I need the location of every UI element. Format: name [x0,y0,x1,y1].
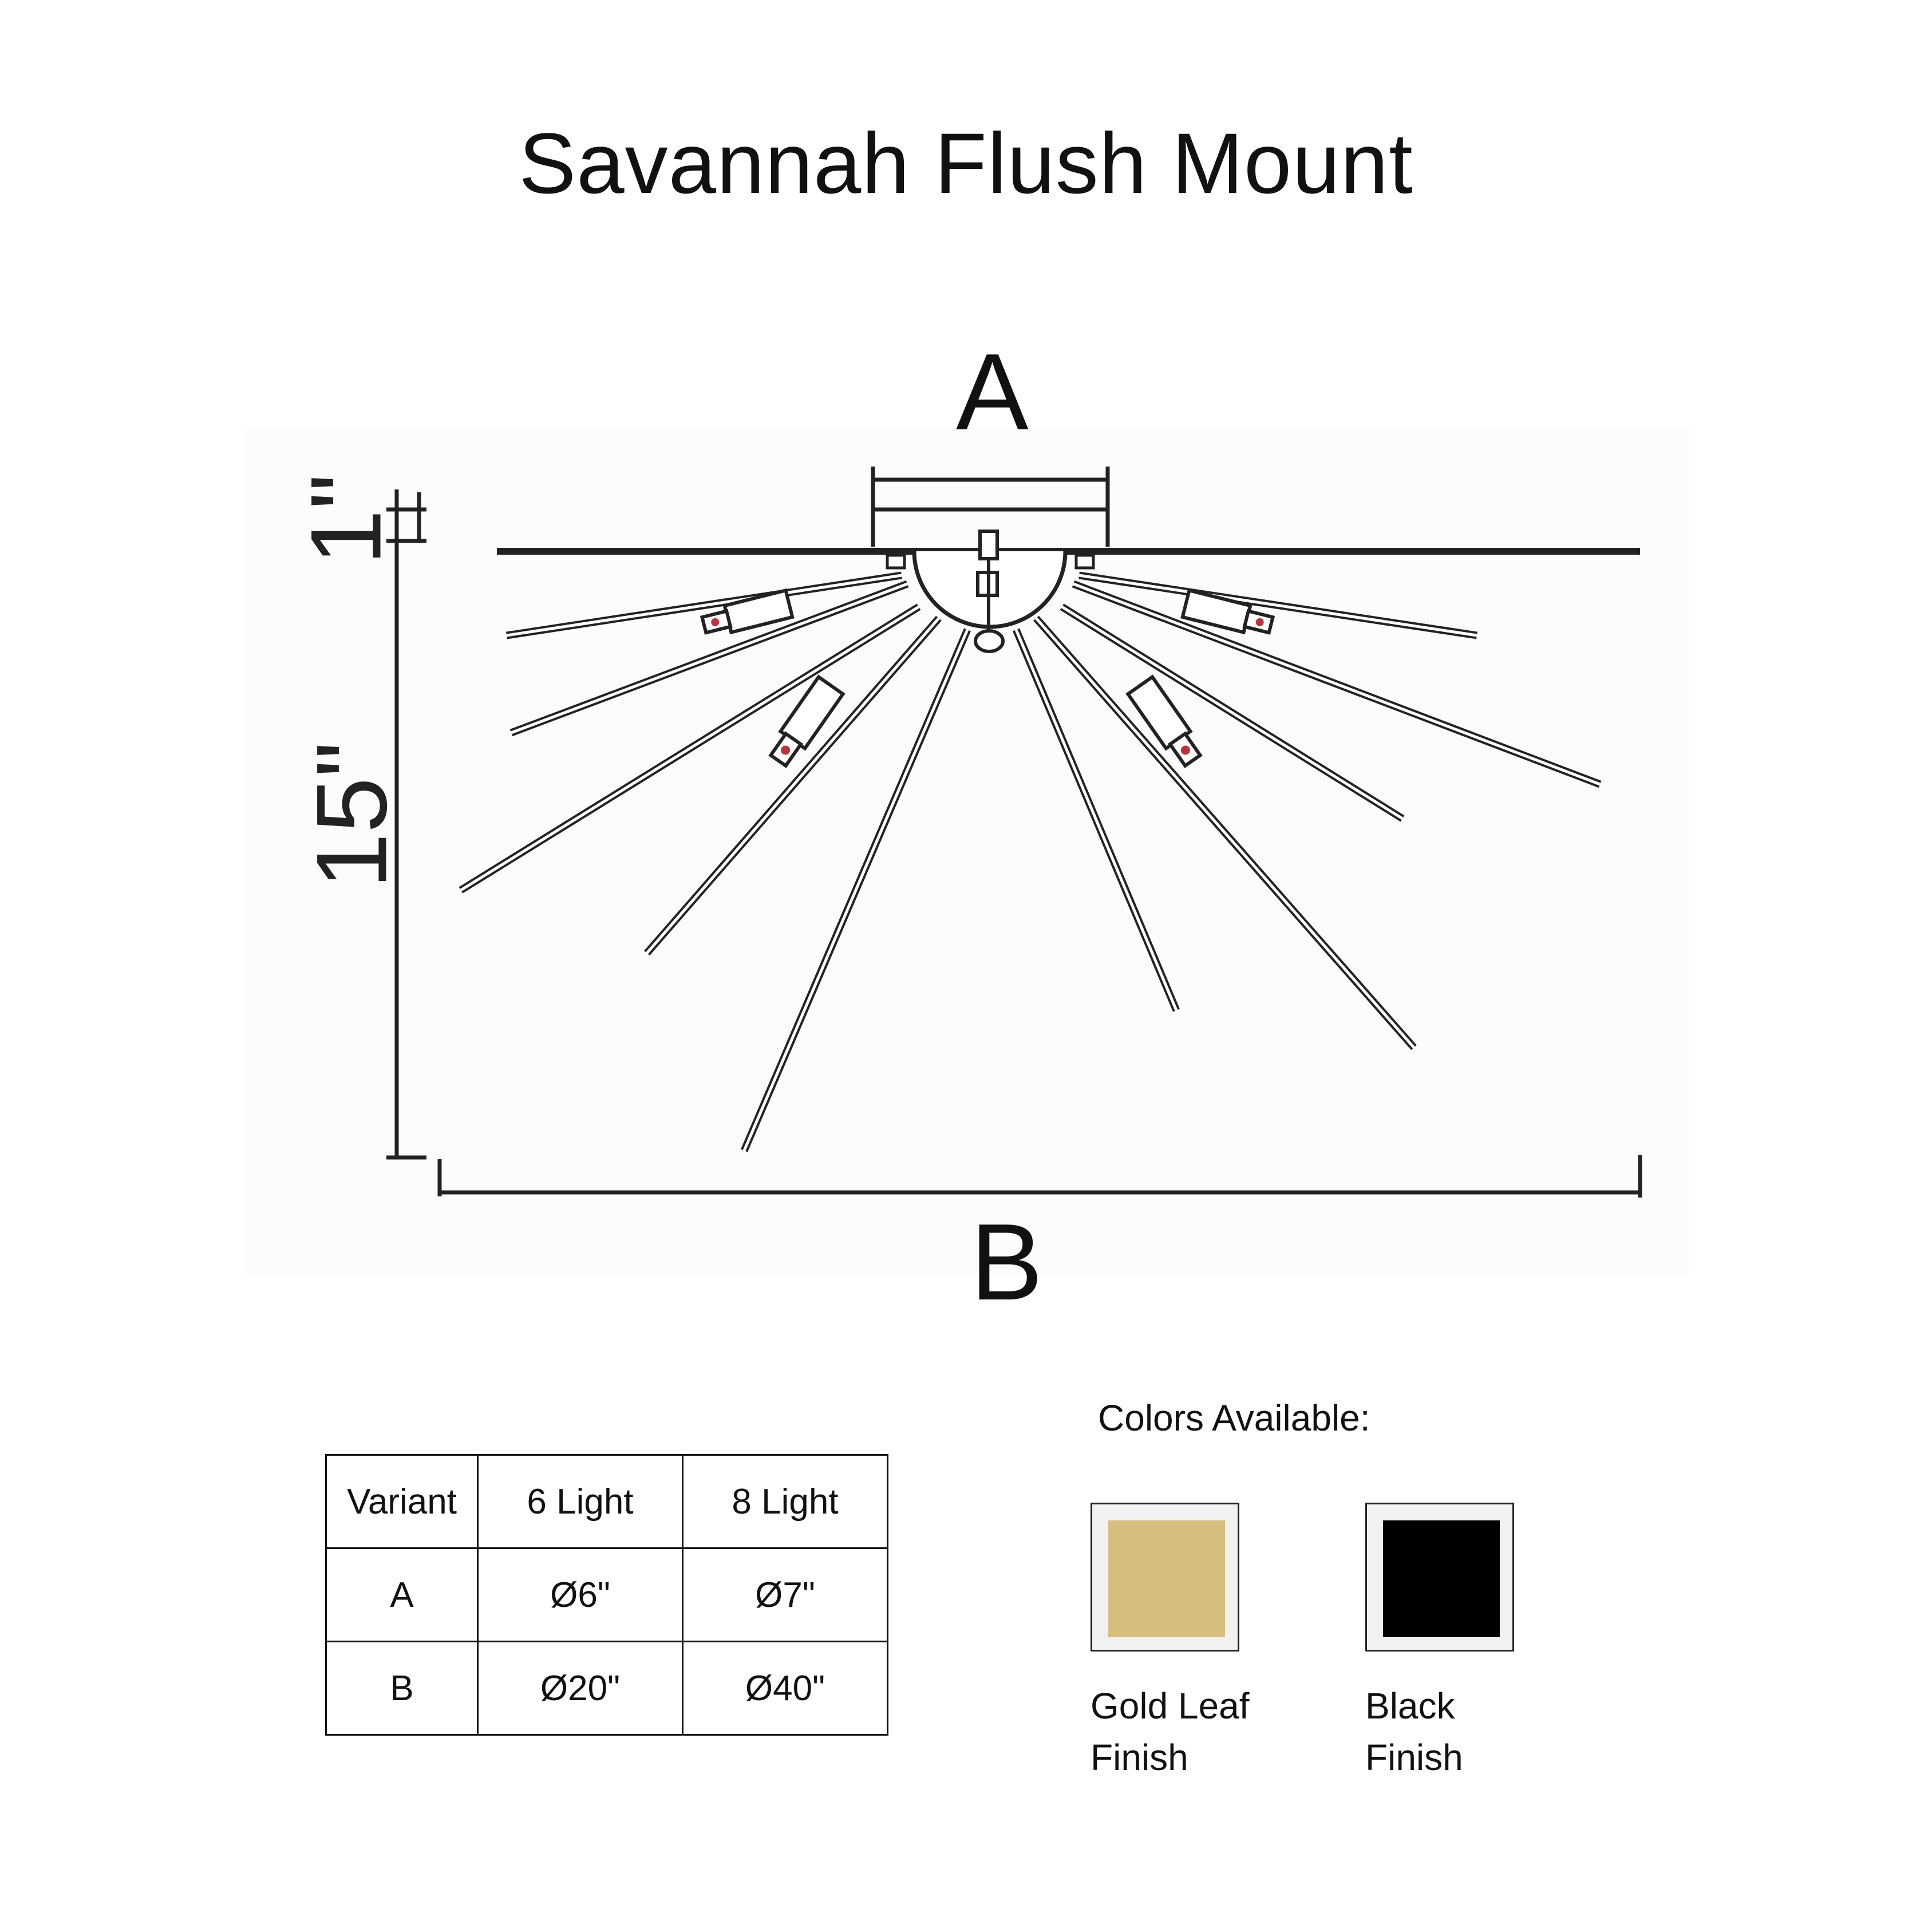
dimension-b-label: B [970,1202,1043,1323]
gold-leaf-swatch-color [1108,1520,1225,1637]
table-row: A Ø6" Ø7" [325,1547,888,1642]
dimension-1-inch-label: 1" [290,473,402,566]
variant-size-table: Variant 6 Light 8 Light A Ø6" Ø7" B Ø20"… [325,1454,888,1736]
table-cell: A [325,1547,479,1642]
table-cell: Ø6" [477,1547,683,1642]
lamp-socket [1125,674,1203,768]
table-cell: Ø40" [682,1641,888,1736]
table-header-row: Variant 6 Light 8 Light [325,1454,888,1549]
gold-leaf-finish-label: Gold Leaf Finish [1091,1680,1319,1783]
lamp-socket [1180,588,1275,635]
swatch-label-line: Black [1365,1685,1455,1726]
black-finish-label: Black Finish [1365,1680,1594,1783]
table-cell: B [325,1641,479,1736]
colors-available-heading: Colors Available: [1098,1397,1370,1439]
swatch-label-line: Finish [1365,1737,1463,1778]
black-swatch-color [1383,1520,1500,1637]
center-stem-top [978,530,999,560]
dimension-a-label: A [956,331,1029,453]
page-title: Savannah Flush Mount [519,115,1413,211]
table-row: B Ø20" Ø40" [325,1641,888,1736]
center-finial [974,629,1005,653]
table-cell: Ø20" [477,1641,683,1736]
table-header-cell: Variant [325,1454,479,1549]
bracket [886,554,906,570]
table-header-cell: 8 Light [682,1454,888,1549]
black-swatch [1365,1503,1514,1652]
table-header-cell: 6 Light [477,1454,683,1549]
lamp-socket [768,674,846,768]
table-cell: Ø7" [682,1547,888,1642]
bracket [1074,554,1095,570]
lamp-socket [700,588,795,635]
swatch-label-line: Gold Leaf [1091,1685,1250,1726]
dimension-15-inch-label: 15" [296,741,408,889]
swatch-label-line: Finish [1091,1737,1188,1778]
gold-leaf-swatch [1091,1503,1239,1652]
